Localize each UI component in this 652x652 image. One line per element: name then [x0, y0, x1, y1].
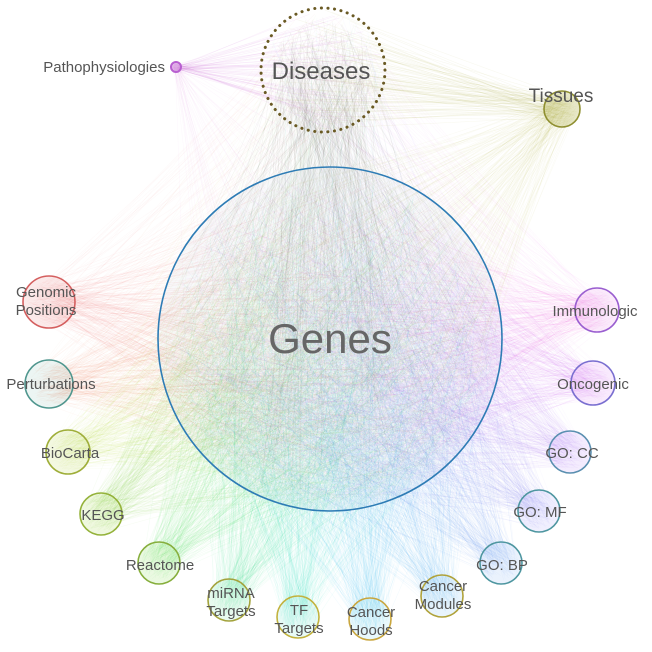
- edge-bundle-tf-targets-genes: [164, 179, 491, 635]
- label-immunologic: Immunologic: [552, 303, 638, 320]
- edge-bundle-immunologic-genes: [178, 179, 616, 502]
- edge-bundle-tissues-diseases: [265, 9, 577, 129]
- label-go-cc: GO: CC: [545, 445, 599, 462]
- label-kegg: KEGG: [81, 507, 124, 524]
- label-go-bp: GO: BP: [476, 557, 528, 574]
- label-layer: Genes Diseases PathophysiologiesTissuesGen…: [6, 58, 638, 639]
- edge-bundle-cancer-modules-genes: [171, 184, 497, 613]
- edge-bundle-mirna-targets-genes: [173, 188, 494, 618]
- edge-bundle-cancer-hoods-genes: [176, 192, 483, 636]
- label-biocarta: BioCarta: [41, 445, 100, 462]
- node-mirna-targets[interactable]: [207, 578, 251, 622]
- edge-bundle-perturbations-genes: [30, 174, 495, 499]
- edge-bundle-pathophysiologies-diseases: [171, 14, 381, 128]
- node-perturbations[interactable]: [24, 359, 74, 409]
- node-reactome[interactable]: [137, 541, 181, 585]
- hub-fill-genes: [158, 167, 502, 511]
- node-biocarta[interactable]: [45, 429, 91, 475]
- label-tissues: Tissues: [529, 86, 594, 107]
- node-pathophysiologies[interactable]: [170, 61, 182, 73]
- node-go-cc[interactable]: [548, 430, 592, 474]
- edge-bundle-go-cc-genes: [166, 177, 588, 506]
- edge-bundle-immunologic-diseases: [269, 14, 615, 328]
- node-genomic-positions[interactable]: [22, 275, 76, 329]
- edge-bundle-reactome-genes: [141, 175, 494, 580]
- edge-bundle-go-mf-genes: [164, 172, 557, 530]
- node-diseases[interactable]: [259, 6, 387, 134]
- node-immunologic[interactable]: [574, 287, 620, 333]
- label-perturbations: Perturbations: [6, 376, 95, 393]
- node-genes[interactable]: [157, 166, 503, 512]
- node-oncogenic[interactable]: [570, 360, 616, 406]
- edge-bundle-genomic-positions-genes: [27, 182, 491, 505]
- label-diseases: Diseases: [272, 58, 371, 85]
- node-go-mf[interactable]: [517, 489, 561, 533]
- node-go-bp[interactable]: [479, 541, 523, 585]
- label-pathophysiologies: Pathophysiologies: [43, 59, 165, 76]
- label-reactome: Reactome: [126, 557, 194, 574]
- node-tf-targets[interactable]: [276, 595, 320, 639]
- edge-bundle-tissues-genes: [168, 94, 577, 505]
- edge-bundle-pathophysiologies-genes: [172, 62, 459, 496]
- node-layer: [22, 6, 620, 641]
- label-go-mf: GO: MF: [513, 504, 566, 521]
- node-cancer-hoods[interactable]: [348, 597, 392, 641]
- label-genes: Genes: [268, 315, 392, 362]
- edge-bundle-kegg-genes: [84, 179, 491, 532]
- edge-bundle-go-bp-genes: [163, 181, 519, 581]
- node-tissues[interactable]: [543, 90, 581, 128]
- node-cancer-modules[interactable]: [420, 574, 464, 618]
- node-kegg[interactable]: [79, 492, 123, 536]
- edge-layer: [26, 9, 616, 636]
- edge-bundle-biocarta-genes: [50, 175, 494, 501]
- hub-underlay-layer: [158, 167, 502, 511]
- edge-bundle-oncogenic-genes: [166, 174, 612, 504]
- label-oncogenic: Oncogenic: [557, 376, 629, 393]
- edge-bundle-genomic-positions-diseases: [26, 13, 381, 325]
- edge-bundle-diseases-genes: [165, 17, 497, 498]
